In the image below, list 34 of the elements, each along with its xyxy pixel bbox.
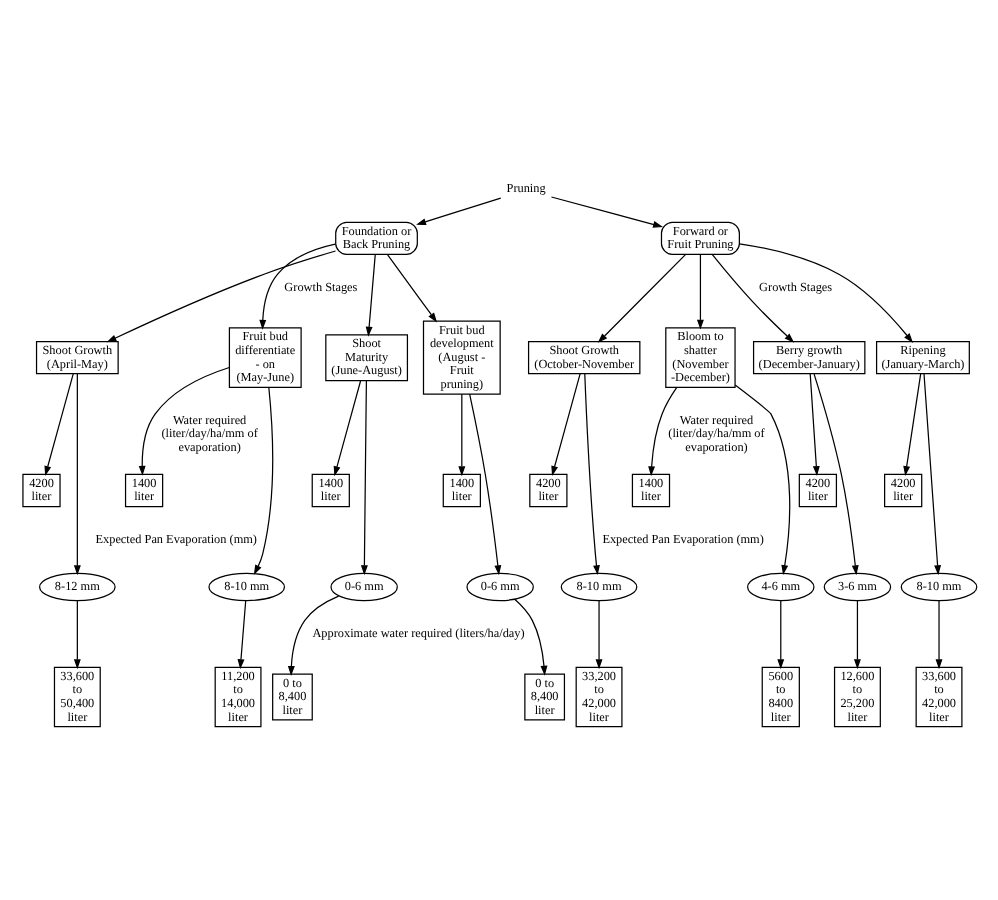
arrow xyxy=(737,242,913,342)
arrow xyxy=(513,597,547,675)
arrow xyxy=(286,594,339,675)
arrow xyxy=(733,383,790,575)
arrow xyxy=(549,195,662,227)
arrow xyxy=(72,599,80,669)
arrow xyxy=(647,386,677,476)
arrow xyxy=(359,379,367,575)
arrow xyxy=(594,599,602,669)
arrow xyxy=(457,392,465,476)
arrow xyxy=(252,385,273,574)
arrow xyxy=(468,392,501,575)
arrow xyxy=(72,372,80,575)
arrow xyxy=(812,372,858,575)
arrow xyxy=(776,599,784,669)
arrow xyxy=(236,599,246,669)
arrow xyxy=(550,372,580,475)
arrow xyxy=(364,253,375,336)
arrow xyxy=(332,379,361,476)
arrow xyxy=(386,253,437,322)
arrow xyxy=(583,372,599,575)
arrow xyxy=(934,599,942,669)
arrow xyxy=(852,599,860,669)
arrow xyxy=(105,249,336,342)
arrow xyxy=(137,365,229,475)
arrow xyxy=(710,253,794,342)
arrow xyxy=(596,253,685,342)
arrow xyxy=(922,372,941,575)
arrow xyxy=(43,372,73,475)
arrow xyxy=(415,196,501,225)
arrow xyxy=(902,372,921,475)
arrow xyxy=(695,253,703,329)
arrow xyxy=(258,242,335,329)
arrow xyxy=(808,372,819,475)
